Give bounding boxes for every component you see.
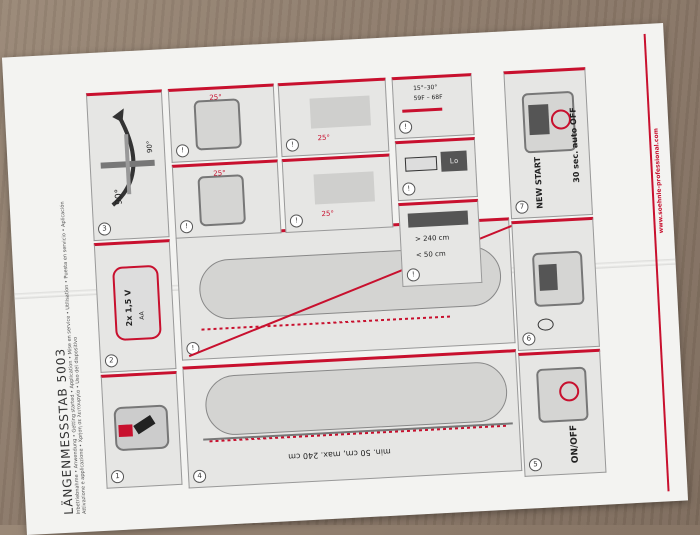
- panel-measure-range: ! > 240 cm < 50 cm: [398, 198, 483, 288]
- warning-number: !: [285, 138, 300, 152]
- head-figure: [309, 95, 371, 129]
- panel-step-3: 3 90° 90°: [85, 89, 170, 242]
- warning-number: !: [175, 143, 190, 158]
- device-icon: [197, 174, 246, 227]
- step-number: 2: [104, 354, 119, 368]
- panel-temperature: ! 15°–30° 59F – 68F: [391, 73, 475, 140]
- head-figure: [313, 171, 375, 205]
- fold-arrow-icon: [100, 108, 155, 207]
- battery-label: 2x 1,5 V: [123, 289, 135, 327]
- auto-off-label: 30 sec. auto OFF: [568, 106, 582, 183]
- step-number: 1: [110, 469, 125, 484]
- step-number: 7: [515, 200, 529, 214]
- min-range-label: < 50 cm: [415, 249, 446, 260]
- temp-range-c: 15°–30°: [412, 83, 438, 93]
- max-range-label: > 240 cm: [414, 233, 450, 244]
- display-icon: [528, 104, 550, 136]
- device-icon: [193, 98, 243, 151]
- onoff-label: ON/OFF: [568, 424, 581, 464]
- angle-label: 25°: [321, 209, 335, 219]
- panel-tilt-a: ! 25°: [167, 83, 278, 163]
- panel-step-1: 1: [100, 370, 183, 489]
- display-icon: [538, 263, 558, 291]
- panel-step-5: 5 ON/OFF: [518, 348, 607, 477]
- lo-display: Lo: [440, 150, 468, 172]
- step-number: 5: [528, 457, 543, 472]
- panel-battery-low: ! Lo: [394, 137, 478, 202]
- angle-label: 25°: [209, 93, 222, 102]
- thermometer-icon: [402, 107, 443, 113]
- battery-icon: [404, 156, 438, 172]
- panel-step-2: 2 2x 1,5 V AA: [93, 239, 177, 373]
- range-display: [407, 210, 469, 228]
- panel-step-7: 7 NEW START 30 sec. auto OFF: [503, 67, 593, 220]
- warning-number: !: [406, 268, 421, 282]
- sound-icon: [537, 318, 554, 331]
- temp-range-f: 59F – 68F: [413, 93, 443, 103]
- angle-label: 25°: [213, 169, 226, 178]
- new-start-label: NEW START: [532, 156, 545, 209]
- warning-number: !: [179, 219, 194, 234]
- panel-tilt-b: ! 25°: [171, 159, 282, 239]
- angle-label: 25°: [317, 133, 331, 143]
- panel-tilt-c: ! 25°: [277, 77, 390, 158]
- step-number: 4: [192, 469, 207, 484]
- range-label: min. 50 cm, max. 240 cm: [287, 446, 392, 462]
- panel-step-4: 4 min. 50 cm, max. 240 cm: [182, 349, 523, 489]
- step-number: 6: [522, 332, 536, 346]
- warning-number: !: [398, 120, 413, 134]
- warning-number: !: [289, 214, 304, 228]
- warning-number: !: [402, 182, 416, 196]
- panel-step-6: 6: [511, 216, 600, 352]
- instruction-sheet: LÄNGENMESSSTAB 5003 Inbetriebnahme • Anw…: [1, 23, 689, 535]
- battery-slot-icon: [118, 424, 133, 438]
- angle-label-top: 90°: [113, 188, 125, 205]
- panel-tilt-d: ! 25°: [281, 153, 394, 234]
- battery-compartment-icon: [112, 264, 162, 342]
- angle-label-bottom: 90°: [145, 140, 155, 154]
- battery-type: AA: [138, 311, 146, 320]
